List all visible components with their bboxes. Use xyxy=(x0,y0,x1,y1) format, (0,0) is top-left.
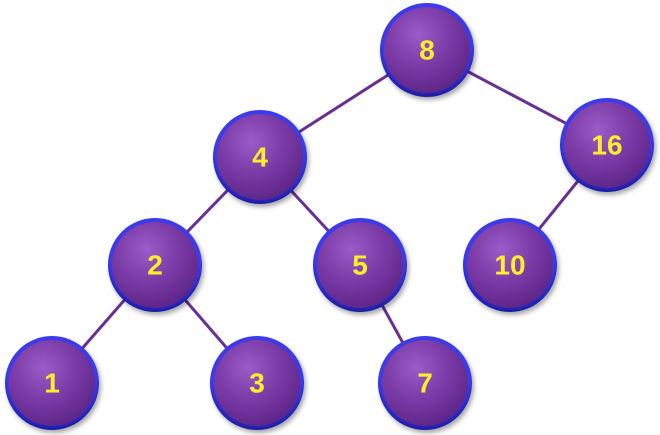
tree-node-16: 16 xyxy=(560,98,654,192)
tree-node-1: 1 xyxy=(5,336,99,430)
tree-node-4: 4 xyxy=(213,110,307,204)
node-label: 7 xyxy=(417,368,433,399)
tree-node-2: 2 xyxy=(108,218,202,312)
edges-layer xyxy=(50,48,609,385)
node-circle xyxy=(467,222,553,308)
tree-node-3: 3 xyxy=(210,336,304,430)
node-label: 2 xyxy=(147,250,163,281)
node-circle xyxy=(564,102,650,188)
tree-node-10: 10 xyxy=(463,218,557,312)
node-circle xyxy=(317,222,403,308)
node-label: 8 xyxy=(419,35,435,66)
node-label: 5 xyxy=(352,250,368,281)
nodes-layer: 8 4 16 2 5 10 1 3 7 xyxy=(5,3,654,430)
node-circle xyxy=(382,340,468,426)
node-circle xyxy=(9,340,95,426)
tree-node-7: 7 xyxy=(378,336,472,430)
node-label: 10 xyxy=(494,250,525,281)
node-circle xyxy=(384,7,470,93)
tree-node-5: 5 xyxy=(313,218,407,312)
node-circle xyxy=(214,340,300,426)
node-circle xyxy=(217,114,303,200)
tree-node-8: 8 xyxy=(380,3,474,97)
node-label: 3 xyxy=(249,368,265,399)
node-label: 4 xyxy=(252,142,268,173)
node-circle xyxy=(112,222,198,308)
node-label: 16 xyxy=(591,130,622,161)
node-label: 1 xyxy=(44,368,60,399)
